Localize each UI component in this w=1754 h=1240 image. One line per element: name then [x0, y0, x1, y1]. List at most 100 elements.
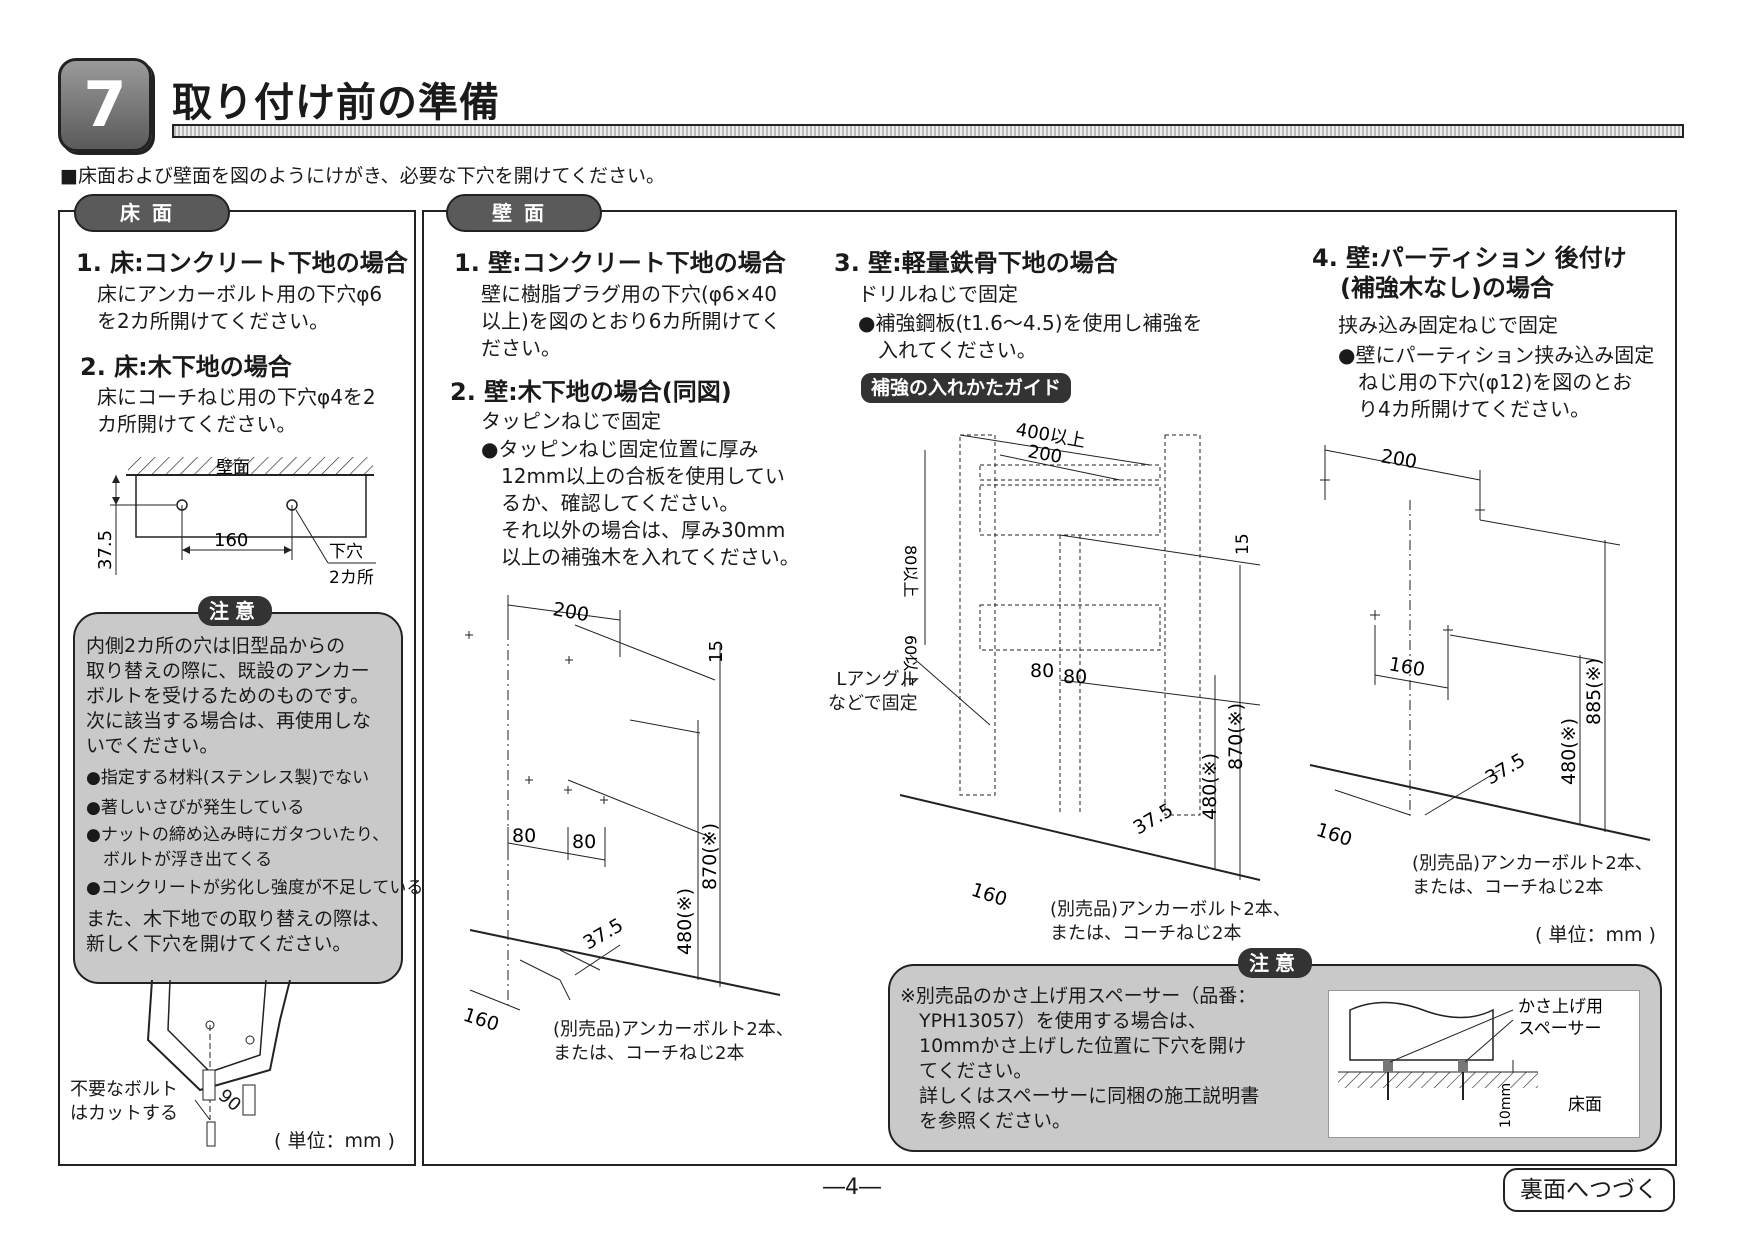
wall-bullet-3: ●補強鋼板(t1.6～4.5)を使用し補強を 入れてください。 [858, 310, 1203, 364]
spacer-label-1: かさ上げ用 [1518, 997, 1603, 1017]
text-line: また、木下地での取り替えの際は、 [86, 908, 391, 930]
text-line: または、コーチねじ2本 [1050, 923, 1242, 944]
wall-sub-4: 挟み込み固定ねじで固定 [1338, 313, 1558, 337]
partition-diagram: 200 160 885(※) 480(※) 37.5 160 [1309, 445, 1651, 851]
floor-dim-37: 37.5 [96, 530, 116, 570]
text-line: 床にコーチねじ用の下穴φ4を2 [97, 385, 376, 409]
dim-480-c4: 480(※) [1558, 718, 1580, 785]
steel-frame-diagram: 400以上 200 80以上 60以上 15 80 80 870(※) 480(… [899, 419, 1261, 911]
text-line: 以上)を図のとおり6カ所開けてく [481, 309, 781, 333]
dim-15: 15 [706, 640, 727, 663]
text-line: 壁に樹脂プラグ用の下穴(φ6×40 [481, 282, 777, 306]
dim-160-c3: 160 [968, 879, 1009, 911]
dim-37-5-c3: 37.5 [1130, 799, 1178, 839]
dim-200-c3: 200 [1026, 441, 1063, 468]
bullet-line: ●ナットの締め込み時にガタついたり、 [86, 825, 390, 845]
dim-80b: 80 [572, 831, 596, 853]
spacer-label-2: スペーサー [1518, 1019, 1601, 1039]
text-line: ●壁にパーティション挟み込み固定 [1338, 343, 1655, 367]
text-line: ボルトを受けるためのものです。 [86, 685, 370, 707]
text-line: (別売品)アンカーボルト2本、 [1050, 899, 1291, 920]
text-line: を2カ所開けてください。 [97, 309, 330, 333]
dim-160: 160 [460, 1004, 501, 1036]
guide-tag: 補強の入れかたガイド [861, 373, 1072, 403]
dim-37-5-c4: 37.5 [1482, 749, 1530, 789]
text-line: それ以外の場合は、厚み30mm [481, 518, 786, 542]
floor-wall-label: 壁面 [216, 458, 250, 478]
text-line: を参照ください。 [900, 1110, 1072, 1132]
wall-caption-3: (別売品)アンカーボルト2本、または、コーチねじ2本 [1050, 898, 1291, 946]
wall-bullet-4: ●壁にパーティション挟み込み固定 ねじ用の下穴(φ12)を図のとお り4カ所開け… [1338, 342, 1654, 423]
bullet-line: ●指定する材料(ステンレス製)でない [86, 768, 370, 788]
wall-sub-2: タッピンねじで固定 [481, 409, 661, 433]
bullet-line: ●著しいさびが発生している [86, 798, 305, 818]
text-line: (補強木なし)の場合 [1340, 274, 1554, 302]
text-line: はカットする [70, 1103, 178, 1124]
dim-480: 480(※) [674, 888, 696, 955]
text-line: YPH13057）を使用する場合は、 [900, 1010, 1207, 1032]
text-line: 詳しくはスペーサーに同梱の施工説明書 [900, 1085, 1260, 1107]
text-line: いでください。 [86, 735, 219, 757]
floor-text-1: 床にアンカーボルト用の下穴φ6 を2カ所開けてください。 [97, 281, 382, 335]
dim-885-c4: 885(※) [1583, 658, 1605, 725]
text-line: 以上の補強木を入れてください。 [481, 545, 800, 569]
floor-caution-tag: 注意 [198, 596, 272, 626]
floor-holes-label-1: 下穴 [329, 542, 363, 562]
text-line: ●タッピンねじ固定位置に厚み [481, 437, 759, 461]
section-number-badge: 7 [58, 58, 152, 152]
wall-heading-4: 4. 壁:パーティション 後付け(補強木なし)の場合 [1312, 243, 1627, 303]
wall-tab: 壁面 [446, 194, 602, 232]
cut-bolt-note: 不要なボルトはカットする [70, 1078, 178, 1126]
wall-caption-4: (別売品)アンカーボルト2本、または、コーチねじ2本 [1412, 852, 1653, 900]
wall-heading-1: 1. 壁:コンクリート下地の場合 [454, 249, 786, 277]
floor-heading-1: 1. 床:コンクリート下地の場合 [76, 249, 408, 277]
wall-bullet-2: ●タッピンねじ固定位置に厚み 12mm以上の合板を使用してい るか、確認してくだ… [481, 436, 800, 571]
floor-heading-2: 2. 床:木下地の場合 [80, 353, 292, 381]
spacer-drawing: かさ上げ用 スペーサー 10mm 床面 [1338, 997, 1603, 1128]
floor-holes-label-2: 2カ所 [329, 568, 374, 588]
floor-caution-text: 内側2カ所の穴は旧型品からの 取り替えの際に、既設のアンカー ボルトを受けるため… [86, 634, 423, 957]
text-line: 床にアンカーボルト用の下穴φ6 [97, 282, 383, 306]
wall-heading-3: 3. 壁:軽量鉄骨下地の場合 [834, 249, 1118, 277]
l-angle-note: Lアングルなどで固定 [828, 668, 918, 716]
dim-80a: 80 [512, 825, 536, 847]
text-line: (別売品)アンカーボルト2本、 [1412, 853, 1653, 874]
floor-dim-160: 160 [214, 530, 248, 551]
text-line: 4. 壁:パーティション 後付け [1312, 244, 1627, 272]
dim-80-up: 80以上 [901, 545, 920, 597]
wall-heading-2: 2. 壁:木下地の場合(同図) [450, 378, 732, 406]
dim-160a-c4: 160 [1387, 653, 1427, 681]
dim-870-c3: 870(※) [1225, 703, 1247, 770]
spacer-height: 10mm [1498, 1083, 1514, 1128]
text-line: Lアングル [836, 669, 918, 690]
wall-concrete-diagram: 200 15 80 80 870(※) 480(※) 37.5 160 [460, 595, 781, 1036]
text-line: てください。 [900, 1060, 1033, 1082]
text-line: 入れてください。 [858, 338, 1037, 362]
text-line: 12mm以上の合板を使用してい [481, 464, 785, 488]
text-line: (別売品)アンカーボルト2本、 [553, 1019, 794, 1040]
text-line: るか、確認してください。 [481, 491, 740, 515]
floor-text-2: 床にコーチねじ用の下穴φ4を2 カ所開けてください。 [97, 384, 376, 438]
text-line: 次に該当する場合は、再使用しな [86, 710, 372, 732]
text-line: カ所開けてください。 [97, 412, 297, 436]
intro-text: ■床面および壁面を図のようにけがき、必要な下穴を開けてください。 [60, 165, 666, 187]
bullet-line: ●コンクリートが劣化し強度が不足している [86, 878, 424, 898]
toilet-base-drawing [146, 980, 291, 1147]
text-line: 取り替えの際に、既設のアンカー [86, 660, 370, 682]
dim-870: 870(※) [699, 823, 721, 890]
dim-80b-c3: 80 [1063, 666, 1087, 688]
dim-15-c3: 15 [1233, 533, 1253, 555]
text-line: または、コーチねじ2本 [553, 1043, 745, 1064]
wall-unit: ( 単位：mm ) [1535, 924, 1656, 946]
floor-tab: 床面 [74, 194, 230, 232]
dim-200: 200 [551, 598, 591, 626]
dim-200-c4: 200 [1379, 445, 1419, 473]
dim-60-up: 60以上 [901, 635, 920, 687]
bullet-line: ボルトが浮き出てくる [86, 850, 273, 870]
text-line: 内側2カ所の穴は旧型品からの [86, 635, 346, 657]
wall-caution-text: ※別売品のかさ上げ用スペーサー（品番： YPH13057）を使用する場合は、 1… [900, 984, 1259, 1134]
dim-160-c4: 160 [1313, 819, 1354, 851]
continue-back-label: 裏面へつづく [1503, 1168, 1675, 1212]
section-title: 取り付け前の準備 [172, 80, 500, 126]
